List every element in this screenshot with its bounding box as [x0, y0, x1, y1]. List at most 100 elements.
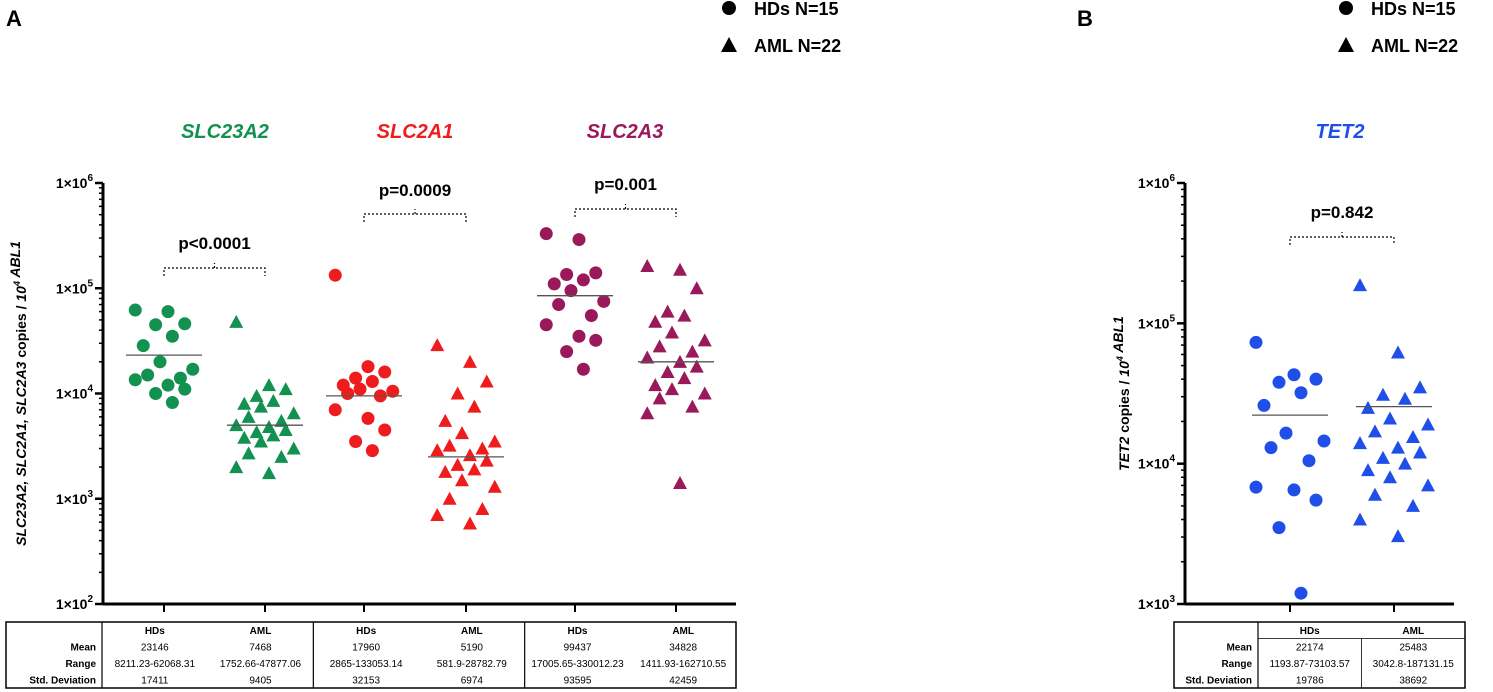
data-point-circle	[589, 333, 603, 347]
table-cell: 23146	[141, 642, 169, 653]
data-point-triangle	[685, 344, 700, 358]
data-point-triangle	[652, 339, 667, 353]
data-point-triangle	[487, 434, 502, 448]
data-point-triangle	[673, 475, 687, 489]
data-point-triangle	[1353, 512, 1367, 526]
data-point-triangle	[640, 350, 655, 364]
data-point-triangle	[286, 441, 301, 455]
y-axis-label: TET2 copies / 104 ABL1	[1110, 316, 1132, 471]
data-point-triangle	[648, 378, 663, 392]
data-point-triangle	[274, 413, 289, 427]
table-cell: 1752.66-47877.06	[220, 659, 302, 670]
data-point-circle	[1317, 434, 1331, 448]
y-tick-label: 1×106	[1138, 173, 1176, 191]
legend-circle-icon	[1339, 1, 1353, 15]
significance-bracket	[1289, 232, 1395, 245]
data-point-triangle	[249, 388, 264, 402]
data-point-circle	[589, 266, 603, 280]
gene-title: TET2	[1316, 121, 1365, 143]
data-point-triangle	[254, 399, 268, 413]
data-point-triangle	[278, 382, 293, 396]
data-point-triangle	[640, 258, 655, 272]
legend-triangle-icon	[1338, 37, 1354, 52]
data-point-circle	[1294, 586, 1308, 600]
y-tick-label: 1×104	[1138, 454, 1176, 472]
data-point-triangle	[1353, 436, 1367, 450]
table-cell: 19786	[1296, 675, 1324, 686]
table-column-header: HDs	[356, 626, 376, 637]
data-point-triangle	[262, 378, 276, 392]
table-column-header: AML	[461, 626, 483, 637]
gene-title: SLC23A2	[181, 121, 269, 143]
data-point-triangle	[1376, 387, 1390, 401]
p-value-label: p=0.0009	[379, 181, 451, 200]
data-point-circle	[378, 423, 392, 437]
table-column-header: HDs	[567, 626, 587, 637]
legend-triangle-icon	[721, 37, 737, 52]
data-point-circle	[1249, 335, 1263, 349]
data-point-circle	[1272, 521, 1286, 535]
data-point-triangle	[467, 399, 482, 413]
data-point-triangle	[463, 516, 477, 530]
table-cell: 1411.93-162710.55	[640, 659, 726, 670]
y-tick-label: 1×103	[56, 489, 94, 507]
data-point-triangle	[1398, 391, 1412, 405]
data-point-triangle	[266, 393, 281, 407]
data-point-circle	[1294, 386, 1308, 400]
data-point-triangle	[487, 479, 502, 493]
data-point-triangle	[479, 374, 494, 388]
data-point-triangle	[1368, 487, 1382, 501]
y-tick-label: 1×102	[56, 594, 94, 612]
data-point-triangle	[241, 446, 256, 460]
data-point-triangle	[479, 453, 494, 467]
table-column-header: AML	[250, 626, 272, 637]
data-point-triangle	[237, 396, 252, 410]
data-point-circle	[361, 411, 375, 425]
data-point-triangle	[463, 448, 477, 462]
data-point-circle	[576, 273, 590, 287]
data-point-circle	[349, 434, 363, 448]
data-point-triangle	[286, 406, 301, 420]
data-point-triangle	[262, 466, 276, 480]
y-axis-label: SLC23A2, SLC2A1, SLC2A3 copies / 104 ABL…	[7, 241, 29, 546]
data-point-circle	[1287, 368, 1301, 382]
data-point-circle	[328, 268, 342, 282]
table-column-header: AML	[672, 626, 694, 637]
table-column-header: HDs	[1300, 626, 1320, 637]
data-point-triangle	[685, 399, 700, 413]
panel-label: B	[1077, 6, 1093, 31]
data-point-circle	[584, 309, 598, 323]
p-value-label: p=0.001	[594, 175, 657, 194]
data-point-circle	[186, 362, 200, 376]
data-point-circle	[539, 227, 553, 241]
table-column-header: AML	[1402, 626, 1424, 637]
table-cell: 3042.8-187131.15	[1373, 659, 1455, 670]
data-point-triangle	[442, 438, 457, 452]
gene-title: SLC2A1	[377, 121, 454, 143]
table-cell: 581.9-28782.79	[437, 659, 508, 670]
data-point-triangle	[1353, 278, 1367, 292]
data-point-triangle	[689, 281, 704, 295]
data-point-circle	[149, 387, 163, 400]
significance-bracket	[163, 263, 266, 276]
table-cell: 8211.23-62068.31	[115, 659, 196, 670]
table-cell: 38692	[1399, 675, 1427, 686]
data-point-circle	[361, 360, 375, 374]
data-point-triangle	[660, 304, 675, 318]
table-cell: 32153	[352, 675, 380, 686]
data-point-triangle	[1398, 456, 1412, 470]
table-row-label: Std. Deviation	[29, 675, 96, 686]
data-point-triangle	[266, 428, 281, 442]
data-point-circle	[173, 371, 187, 385]
y-tick-label: 1×105	[1138, 313, 1176, 331]
data-point-triangle	[1391, 440, 1405, 454]
data-point-circle	[165, 329, 179, 343]
y-tick-label: 1×103	[1138, 594, 1176, 612]
significance-bracket	[574, 204, 677, 217]
data-point-circle	[564, 284, 578, 298]
data-point-circle	[165, 396, 179, 410]
data-point-circle	[386, 384, 400, 398]
data-point-circle	[539, 318, 553, 332]
data-point-triangle	[274, 449, 289, 463]
